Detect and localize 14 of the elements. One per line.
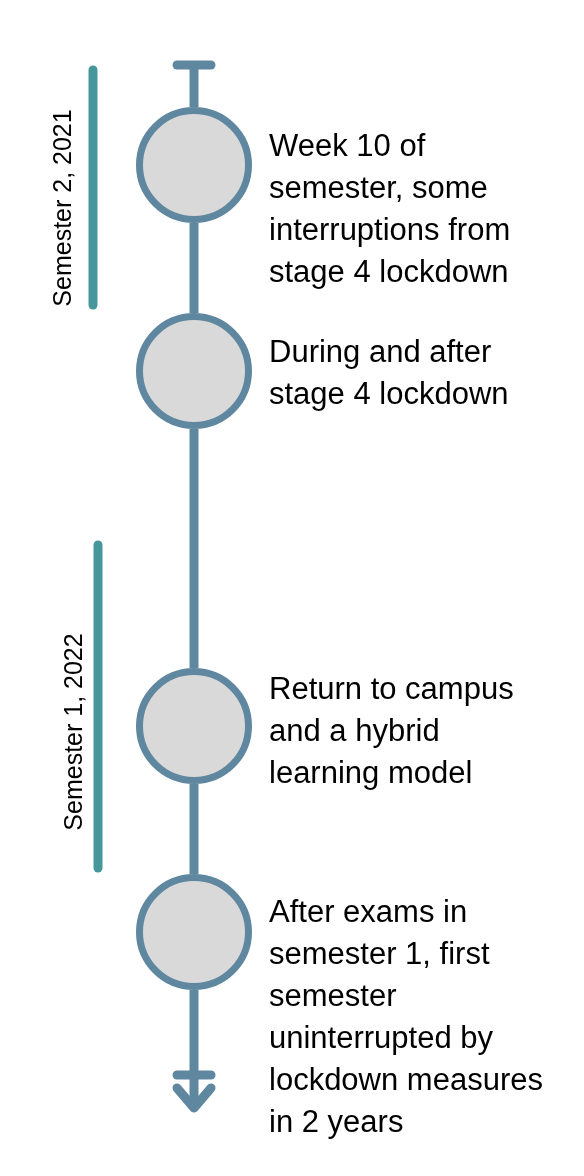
milestone-circle — [136, 107, 252, 223]
milestone-circle — [136, 313, 252, 429]
milestone-circle — [136, 874, 252, 990]
period-label: Semester 1, 2022 — [59, 633, 87, 831]
timeline-connector — [189, 223, 199, 313]
event-description: Return to campus and a hybrid learning model — [269, 670, 515, 792]
period-label: Semester 2, 2021 — [48, 109, 76, 307]
event-description: During and after stage 4 lockdown — [269, 333, 510, 413]
timeline-arrow — [172, 990, 216, 1113]
timeline-connector — [189, 429, 199, 668]
milestone-circle — [136, 668, 252, 784]
event-description: After exams in semester 1, first semester uninterrupted by lockdown measures in 2 years — [269, 893, 544, 1141]
timeline-connector — [189, 784, 199, 874]
event-description: Week 10 of semester, some interruptions from stage 4 lockdown — [269, 127, 512, 291]
